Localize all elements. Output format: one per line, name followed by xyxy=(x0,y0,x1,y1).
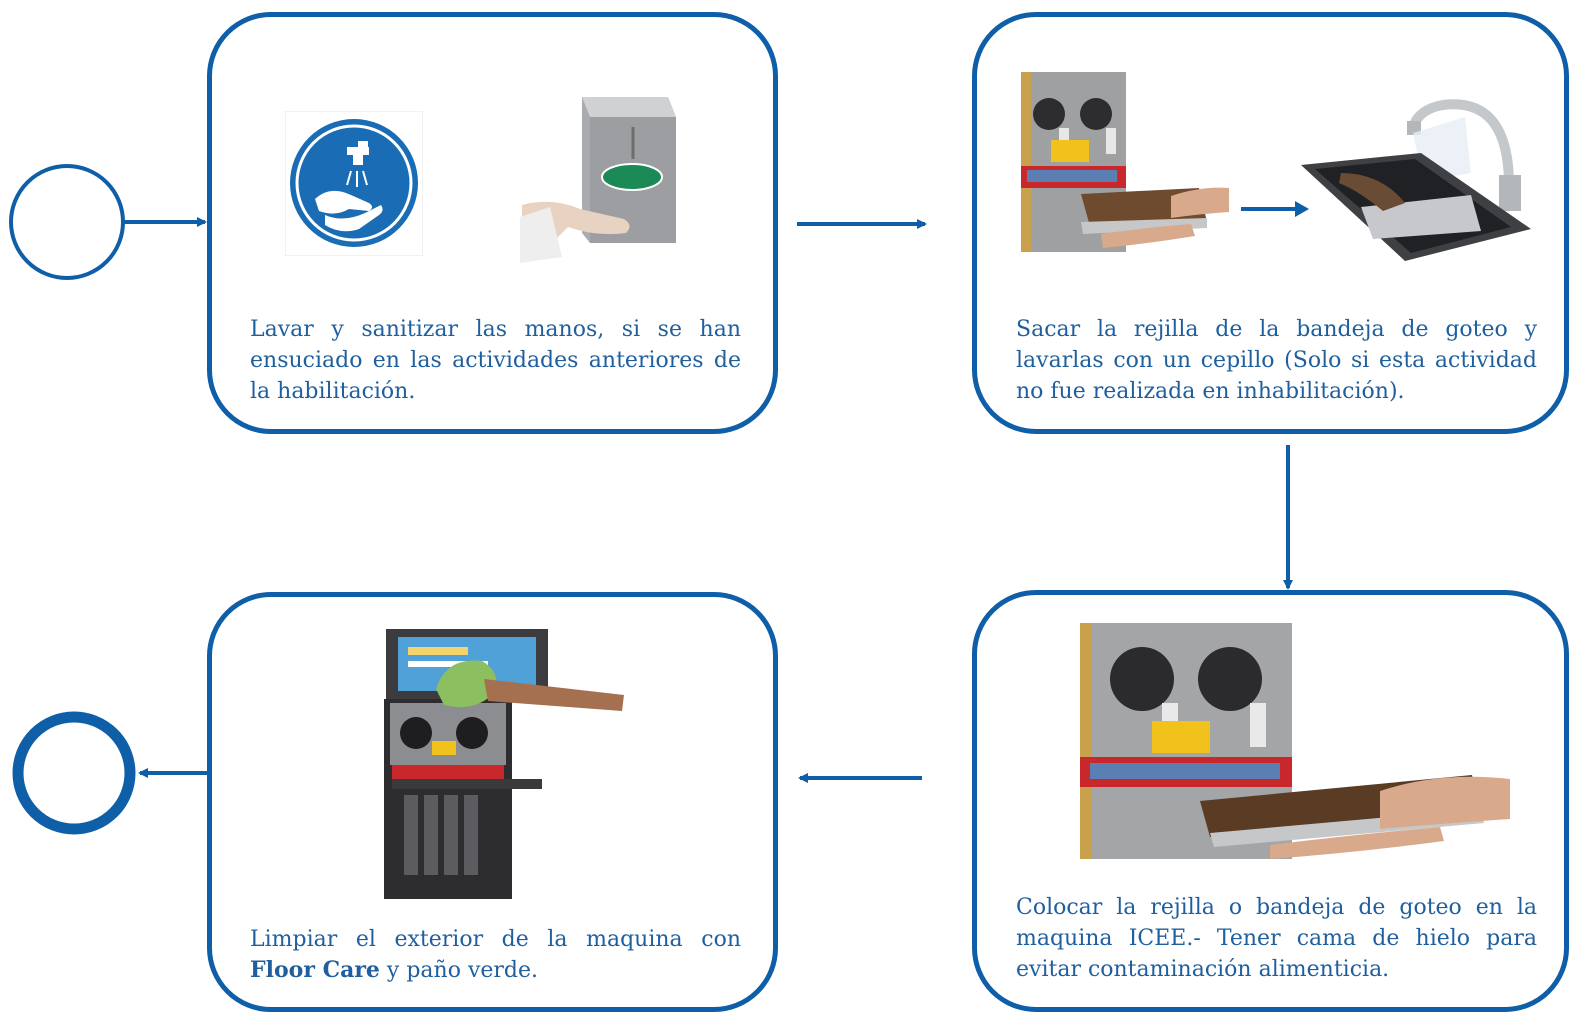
drip-tray-machine-icon xyxy=(1021,72,1229,252)
step-place-tray-text: Colocar la rejilla o bandeja de goteo en… xyxy=(1016,895,1537,982)
hand-wash-sign-icon xyxy=(285,111,423,256)
end-circle xyxy=(12,711,136,835)
sanitizer-dispenser-icon xyxy=(520,97,676,263)
sink-faucet-icon xyxy=(1301,99,1531,261)
arrow-small xyxy=(1241,201,1309,217)
floor-care-bold: Floor Care xyxy=(250,957,380,983)
step-clean-exterior: Limpiar el exterior de la maquina con Fl… xyxy=(207,592,778,1012)
icee-machine-tray-icon xyxy=(1080,623,1510,859)
step-remove-grate-text: Sacar la rejilla de la bandeja de goteo … xyxy=(1016,317,1537,404)
clean-text-after: y paño verde. xyxy=(379,958,539,983)
step-clean-exterior-text: Limpiar el exterior de la maquina con Fl… xyxy=(250,924,741,986)
step-place-tray: Colocar la rejilla o bandeja de goteo en… xyxy=(972,590,1569,1012)
icee-machine-icon xyxy=(384,629,624,899)
step-wash-hands: Lavar y sanitizar las manos, si se han e… xyxy=(207,12,778,434)
start-circle xyxy=(9,164,125,280)
step-wash-hands-text: Lavar y sanitizar las manos, si se han e… xyxy=(250,317,741,404)
step-remove-grate: Sacar la rejilla de la bandeja de goteo … xyxy=(972,12,1569,434)
clean-text-before: Limpiar el exterior de la maquina con xyxy=(250,927,741,952)
